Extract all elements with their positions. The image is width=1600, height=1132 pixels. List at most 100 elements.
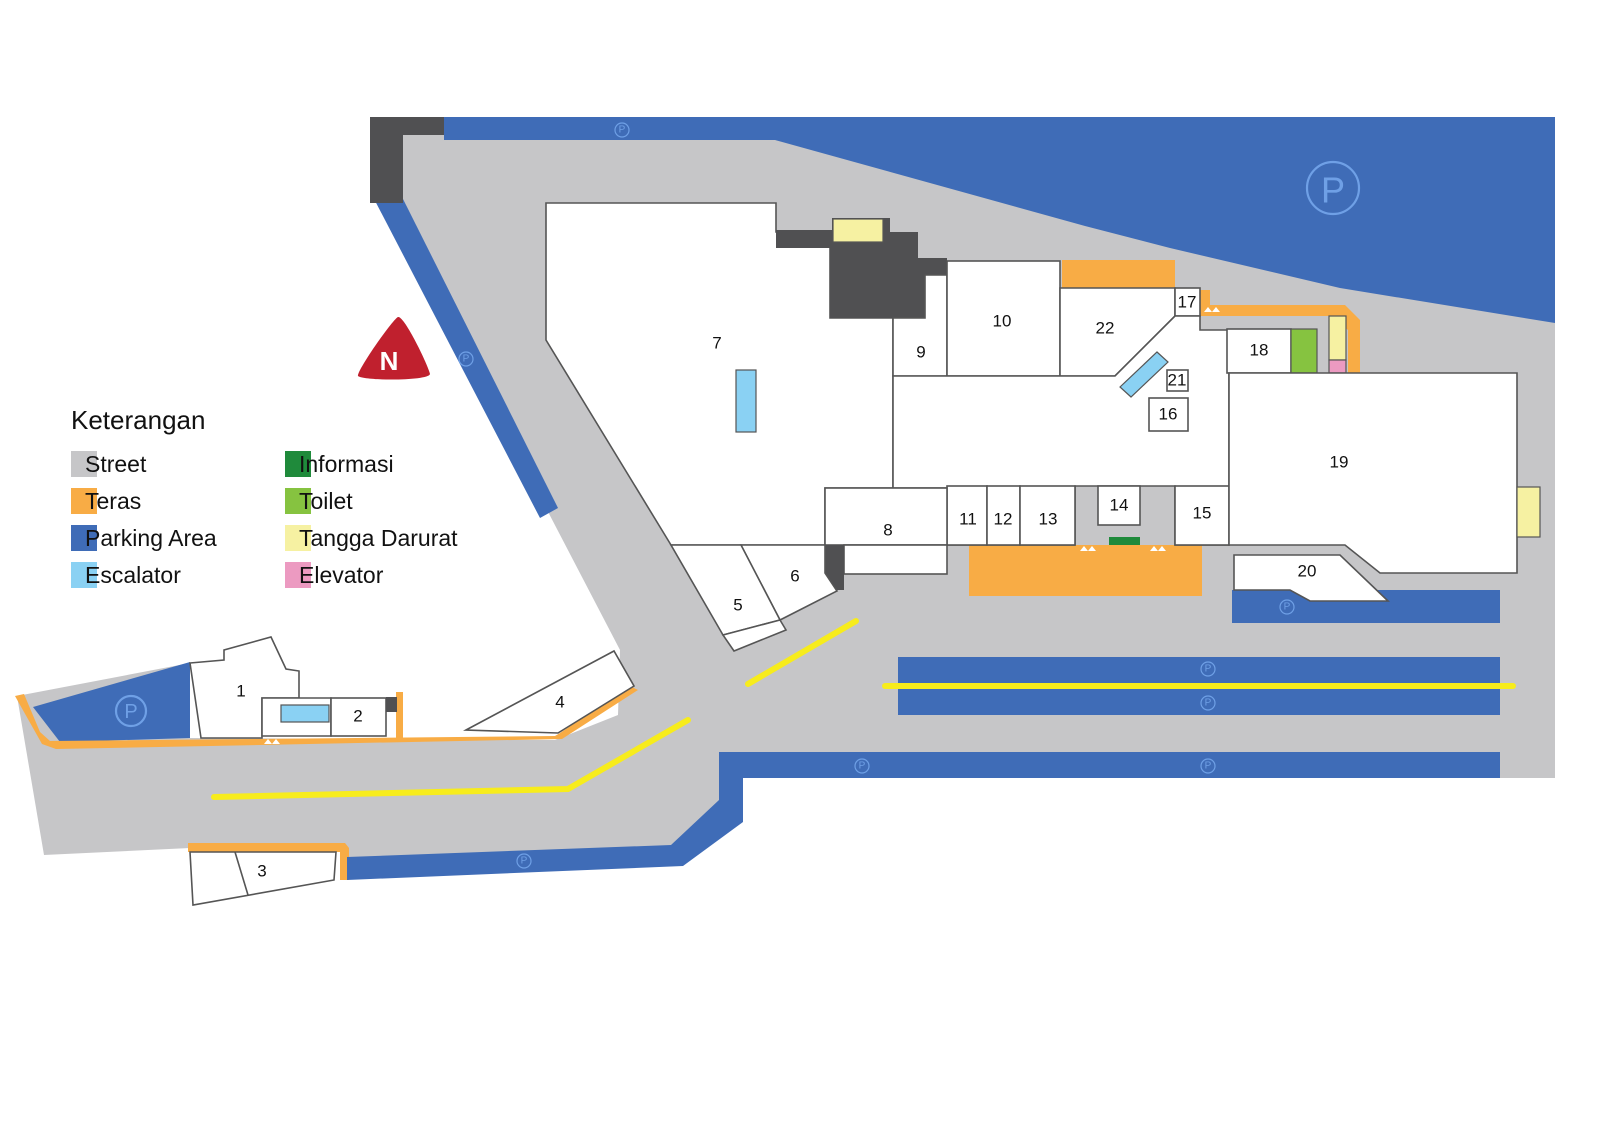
legend-label: Informasi — [299, 451, 394, 477]
svg-text:P: P — [1321, 170, 1345, 211]
parking-icon: P — [458, 351, 474, 367]
unit-label: 4 — [555, 692, 564, 711]
teras-swatch — [71, 488, 97, 514]
unit-label: 3 — [257, 861, 266, 880]
svg-text:P: P — [619, 125, 626, 136]
legend-item-informasi: Informasi — [285, 450, 505, 477]
tangga-darurat-swatch — [285, 525, 311, 551]
svg-text:P: P — [1205, 761, 1212, 772]
unit-label: 13 — [1039, 509, 1058, 528]
unit-13[interactable] — [1019, 485, 1076, 546]
legend-label: Teras — [85, 488, 142, 514]
building-service-block — [776, 218, 947, 318]
escalator — [1119, 351, 1169, 398]
svg-text:P: P — [124, 701, 137, 723]
legend-label: Elevator — [299, 562, 384, 588]
legend-item-escalator: Escalator — [71, 561, 285, 588]
parking-area-south — [347, 752, 1500, 880]
escalator-swatch — [71, 562, 97, 588]
parking-icon-large: P — [1305, 160, 1361, 216]
parking-icon: P — [614, 122, 630, 138]
unit-label: 21 — [1168, 370, 1187, 389]
legend-item-parking-area: Parking Area — [71, 524, 285, 551]
svg-text:P: P — [1205, 664, 1212, 675]
building-service-block — [386, 697, 397, 712]
unit-label: 17 — [1178, 292, 1197, 311]
unit-5-annex — [721, 619, 788, 652]
road-markings — [211, 618, 1516, 800]
unit-label: 6 — [790, 566, 799, 585]
parking-icon: P — [516, 853, 532, 869]
unit-4[interactable] — [462, 649, 636, 734]
informasi-swatch — [285, 451, 311, 477]
svg-text:P: P — [859, 761, 866, 772]
unit-2[interactable] — [330, 697, 387, 737]
unit-label: 9 — [916, 342, 925, 361]
legend-item-toilet: Toilet — [285, 487, 505, 514]
unit-label: 1 — [236, 681, 245, 700]
entrance-markers — [264, 307, 1220, 744]
unit-14[interactable] — [1097, 485, 1141, 526]
escalator — [280, 704, 330, 723]
parking-area-northwest — [372, 195, 558, 518]
unit-label: 19 — [1330, 452, 1349, 471]
unit-label: 14 — [1110, 495, 1129, 514]
legend-items: Street Informasi Teras Toilet Parking Ar… — [71, 450, 511, 588]
emergency-stairs — [1516, 486, 1541, 538]
unit-11[interactable] — [946, 485, 988, 546]
teras-areas — [15, 260, 1360, 880]
legend-label: Tangga Darurat — [299, 525, 458, 551]
svg-text:P: P — [521, 856, 528, 867]
parking-icon: P — [854, 758, 870, 774]
parking-icon: P — [1200, 661, 1216, 677]
legend-item-elevator: Elevator — [285, 561, 505, 588]
unit-3[interactable] — [189, 851, 337, 906]
svg-text:P: P — [1205, 698, 1212, 709]
legend-label: Escalator — [85, 562, 181, 588]
unit-19[interactable] — [1228, 372, 1518, 574]
parking-icon: P — [1279, 599, 1295, 615]
unit-17[interactable] — [1174, 287, 1201, 317]
unit-16[interactable] — [1148, 397, 1189, 432]
elevator[interactable] — [1328, 359, 1347, 374]
unit-3-divider — [234, 851, 249, 896]
toilet[interactable] — [1290, 328, 1318, 374]
unit-21[interactable] — [1166, 369, 1189, 392]
unit-label: 2 — [353, 706, 362, 725]
unit-label: 5 — [733, 595, 742, 614]
north-compass-icon: N — [357, 316, 430, 380]
unit-12[interactable] — [986, 485, 1021, 546]
unit-label: 20 — [1298, 561, 1317, 580]
svg-text:N: N — [380, 346, 399, 376]
legend-item-street: Street — [71, 450, 285, 477]
information-desk[interactable] — [1109, 537, 1140, 545]
unit-label: 11 — [959, 509, 977, 528]
unit-20[interactable] — [1233, 554, 1390, 602]
parking-icon-large: P — [114, 694, 148, 728]
parking-icon: P — [1200, 758, 1216, 774]
unit-label: 7 — [712, 333, 721, 352]
legend-item-teras: Teras — [71, 487, 285, 514]
unit-label: 15 — [1193, 503, 1212, 522]
unit-label: 8 — [883, 520, 892, 539]
emergency-stairs — [1328, 315, 1347, 361]
unit-labels: 1 2 3 4 5 6 7 8 9 10 11 12 13 14 15 16 1… — [236, 292, 1348, 880]
parking-area-north — [444, 117, 1555, 323]
legend-label: Street — [85, 451, 147, 477]
toilet-swatch — [285, 488, 311, 514]
unit-label: 18 — [1250, 340, 1269, 359]
map-legend: Keterangan Street Informasi Teras Toilet… — [71, 405, 511, 588]
svg-text:P: P — [463, 354, 470, 365]
parking-area-swatch — [71, 525, 97, 551]
elevator-swatch — [285, 562, 311, 588]
legend-label: Parking Area — [85, 525, 217, 551]
parking-area-west — [33, 662, 190, 742]
unit-1[interactable] — [189, 636, 300, 739]
legend-label: Toilet — [299, 488, 353, 514]
unit-18[interactable] — [1226, 328, 1292, 374]
building-service-block — [370, 117, 444, 203]
unit-8-annex — [843, 544, 948, 575]
escalator — [735, 369, 757, 433]
unit-label: 12 — [994, 509, 1013, 528]
unit-label: 16 — [1159, 404, 1178, 423]
